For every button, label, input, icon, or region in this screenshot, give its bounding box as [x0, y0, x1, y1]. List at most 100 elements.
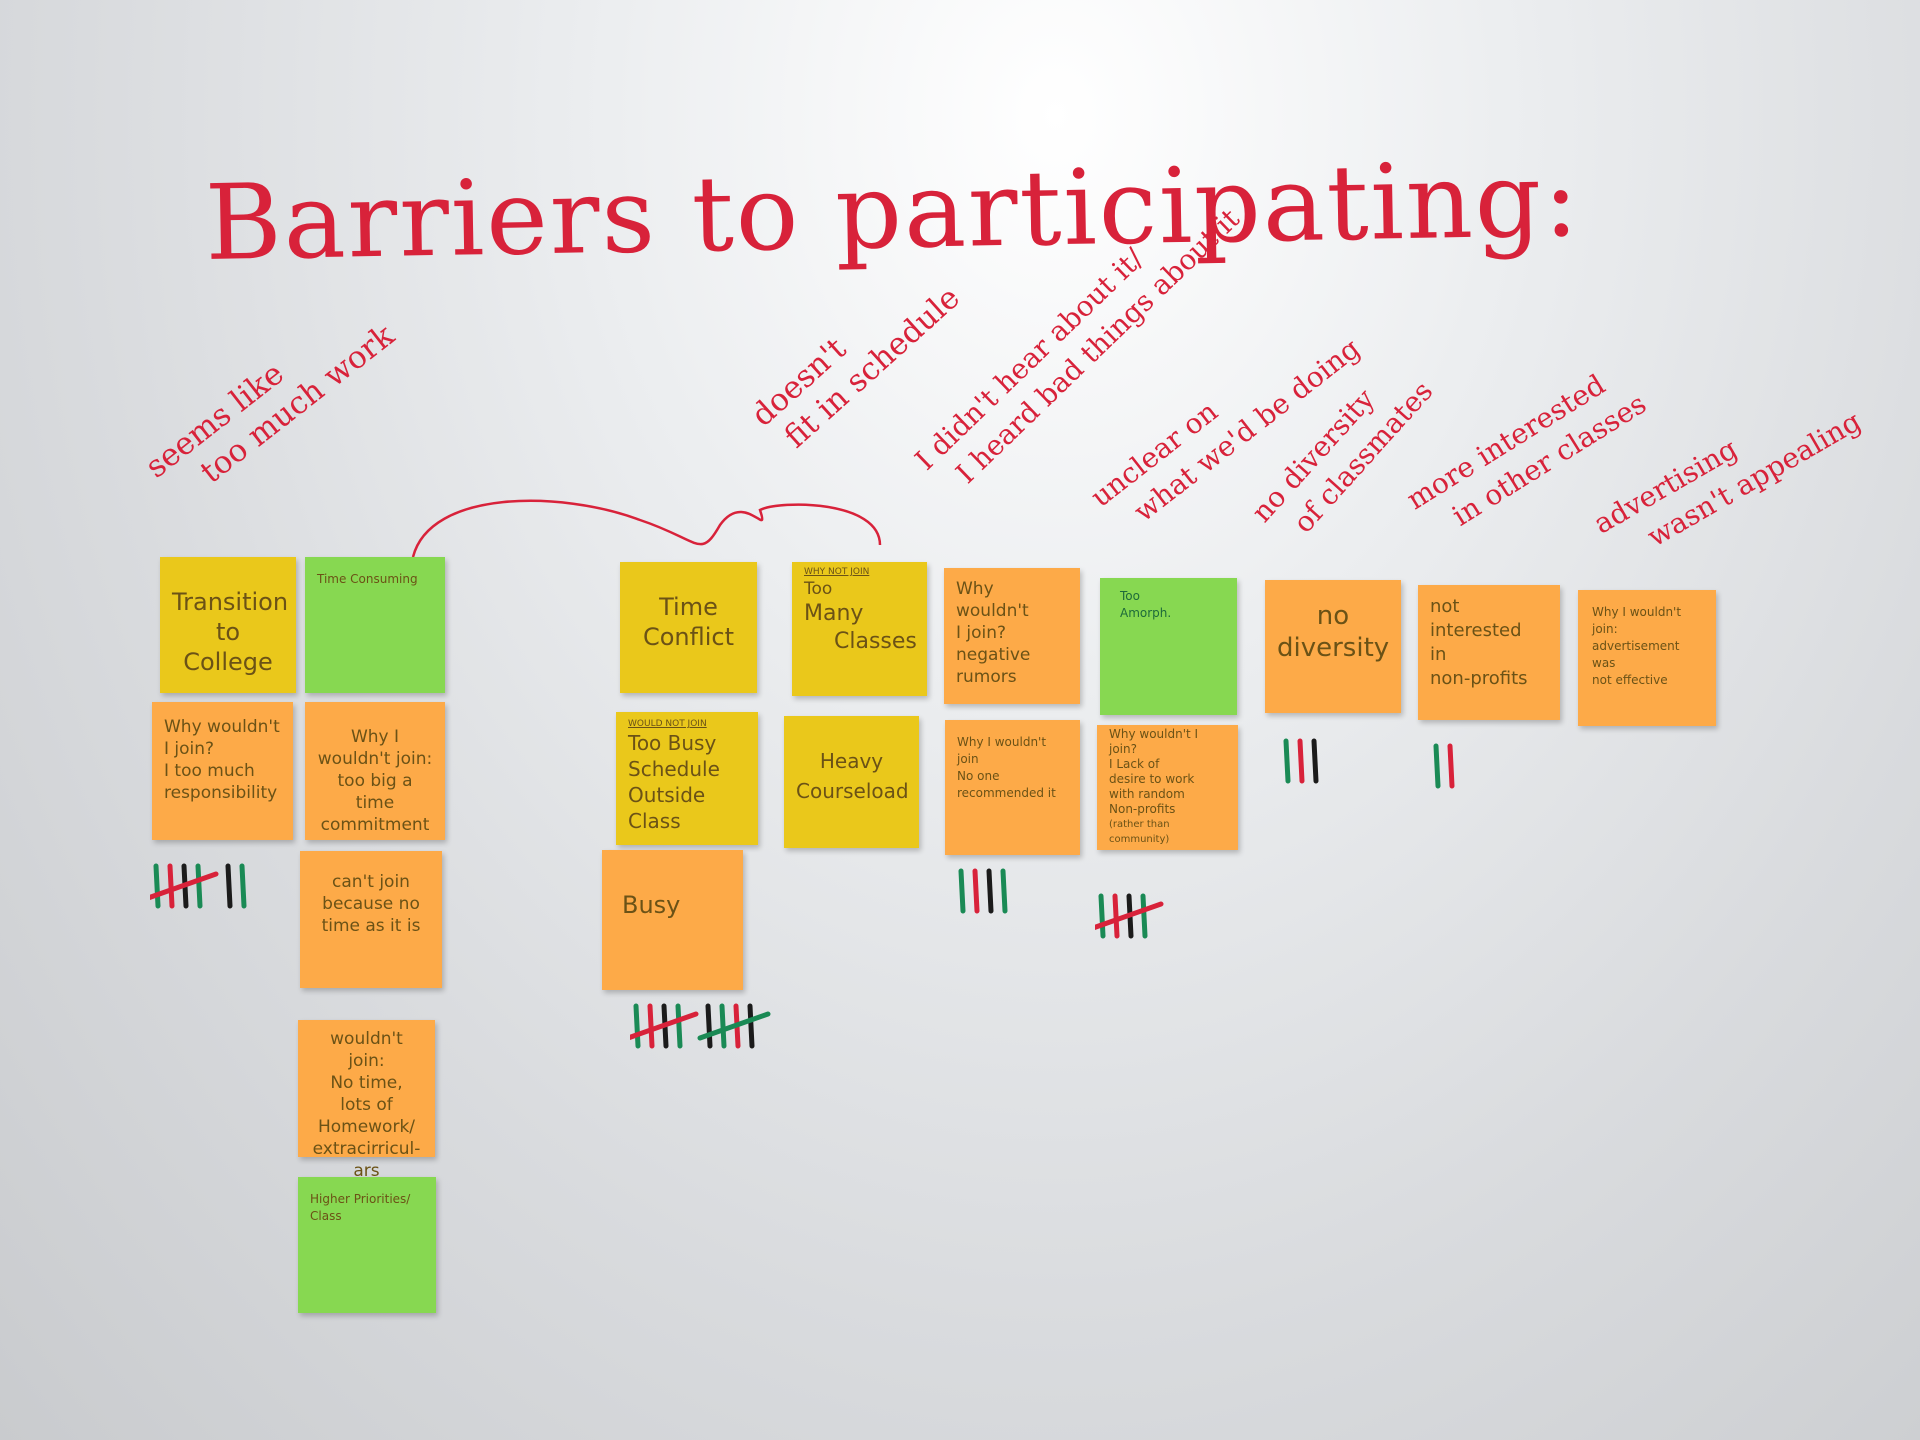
sticky-note: Why I wouldn't join: advertisement was n… [1578, 590, 1716, 726]
note-line: Heavy [819, 749, 884, 773]
tally-mark [705, 1003, 713, 1049]
sticky-note: Heavy Courseload [784, 716, 919, 848]
note-line: join: [1592, 622, 1618, 636]
note-line: I join? [956, 623, 1007, 643]
tally-mark [675, 1003, 683, 1049]
sticky-note: wouldn't join: No time, lots of Homework… [298, 1020, 435, 1181]
note-line: I too much [164, 761, 255, 781]
note-line: responsibility [164, 783, 278, 803]
note-line: lots of [340, 1095, 393, 1115]
note-header: Why Not Join [804, 567, 870, 577]
sticky-note: Why I wouldn't join No one recommended i… [945, 720, 1080, 855]
tally-other-classes [1433, 743, 1455, 789]
note-line: with random [1109, 787, 1185, 801]
sticky-note: not interested in non-profits [1418, 585, 1560, 720]
tally-strike [150, 871, 219, 900]
tally-strike [630, 1011, 699, 1040]
note-line: Class [310, 1209, 342, 1223]
note-line: Outside Class [628, 783, 706, 833]
note-line: to [215, 618, 241, 646]
note-line: rumors [956, 667, 1017, 687]
sticky-note: Time Conflict [620, 562, 757, 693]
note-line: desire to work [1109, 772, 1195, 786]
note-line: can't join [332, 872, 410, 892]
tally-mark [972, 868, 980, 914]
tally-diversity [1283, 738, 1319, 784]
sticky-note: no diversity [1265, 580, 1401, 713]
note-line: Many [804, 601, 864, 626]
note-line: Busy [622, 891, 681, 919]
note-line: Courseload [796, 779, 909, 803]
note-header: Would Not Join [628, 719, 707, 729]
note-line: time as it is [321, 916, 421, 936]
note-line: not interested [1430, 596, 1522, 641]
note-line: too big a time [337, 771, 413, 813]
tally-mark [1311, 738, 1319, 784]
note-line: no [1316, 601, 1350, 631]
tally-schedule [630, 1003, 771, 1049]
note-line: Conflict [642, 623, 735, 651]
tally-mark [1283, 738, 1291, 784]
sticky-note: Why wouldn't I join? I too much responsi… [152, 702, 293, 840]
tally-mark [1433, 743, 1441, 789]
note-line: Why I wouldn't [1592, 605, 1682, 619]
sticky-note: Higher Priorities/ Class [298, 1177, 436, 1313]
tally-mark [986, 868, 994, 914]
tally-too-much-work [150, 863, 247, 909]
note-line: Classes [834, 629, 917, 654]
note-line: negative [956, 645, 1031, 665]
sticky-note: Why Not Join Too Many Classes [792, 562, 927, 696]
tally-mark [747, 1003, 755, 1049]
note-line: Too Busy [628, 731, 717, 755]
tally-heard-about-it [958, 868, 1008, 914]
tally-mark [1098, 893, 1106, 939]
note-line: (rather than community) [1109, 819, 1170, 845]
note-line: Time [659, 593, 718, 621]
note-line: join [957, 752, 979, 766]
note-line: No one [957, 769, 1000, 783]
note-line: diversity [1277, 633, 1390, 663]
sticky-note: Time Consuming [305, 557, 445, 693]
tally-mark [1112, 893, 1120, 939]
note-line: I join? [164, 739, 215, 759]
note-line: wouldn't join: [317, 749, 433, 769]
sticky-note: Why wouldn't I join? I Lack of desire to… [1097, 725, 1238, 850]
note-line: commitment [320, 815, 430, 835]
tally-mark [1447, 743, 1455, 789]
note-line: Homework/ [317, 1117, 416, 1137]
note-line: Why I wouldn't [957, 735, 1047, 749]
note-line: join: [348, 1051, 385, 1071]
tally-mark [647, 1003, 655, 1049]
note-line: in [1430, 644, 1447, 665]
tally-mark [167, 863, 175, 909]
note-line: ars [353, 1161, 380, 1181]
tally-mark [719, 1003, 727, 1049]
note-line: extracirricul- [312, 1139, 421, 1159]
note-line: not effective [1592, 673, 1668, 687]
note-line: recommended it [957, 786, 1056, 800]
tally-mark [225, 863, 233, 909]
note-line: advertisement was [1592, 639, 1680, 670]
note-line: wouldn't [330, 1029, 403, 1049]
note-line: No time, [330, 1073, 403, 1093]
tally-mark [1140, 893, 1148, 939]
tally-mark [958, 868, 966, 914]
tally-mark [195, 863, 203, 909]
tally-mark [1297, 738, 1305, 784]
note-line: Amorph. [1120, 606, 1172, 620]
tally-unclear [1095, 893, 1164, 939]
note-line: Non-profits [1109, 802, 1176, 816]
note-line: Schedule [628, 757, 720, 781]
note-line: College [183, 648, 273, 676]
tally-strike [1095, 901, 1164, 930]
note-line: join? [1109, 742, 1137, 756]
note-line: Transition [172, 588, 289, 616]
tally-mark [1000, 868, 1008, 914]
tally-mark [633, 1003, 641, 1049]
note-line: Why I [350, 727, 400, 747]
note-line: non-profits [1430, 668, 1528, 689]
sticky-note: Would Not Join Too Busy Schedule Outside… [616, 712, 758, 845]
tally-strike [697, 1011, 771, 1041]
sticky-note: Why wouldn't I join? negative rumors [944, 568, 1080, 704]
